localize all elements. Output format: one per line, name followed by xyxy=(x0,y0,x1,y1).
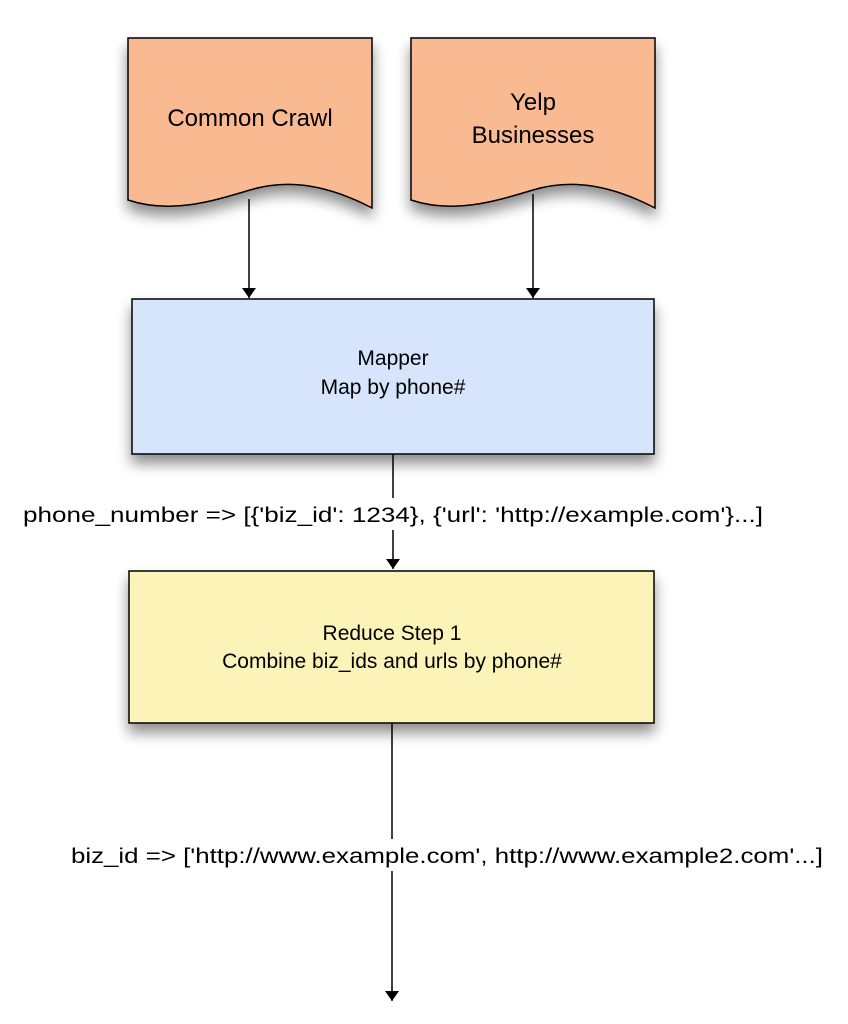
yelp-businesses-label-line2: Businesses xyxy=(472,122,595,149)
mapper-output-text: phone_number => [{'biz_id': 1234}, {'url… xyxy=(23,504,763,527)
mapper-box xyxy=(131,298,655,455)
common-crawl-node: Common Crawl xyxy=(127,37,373,210)
mapper-subtitle: Map by phone# xyxy=(321,376,466,399)
yelp-businesses-label-line1: Yelp xyxy=(510,89,556,116)
yelp-businesses-node: Yelp Businesses xyxy=(410,37,656,210)
reduce-step-1-node: Reduce Step 1 Combine biz_ids and urls b… xyxy=(128,570,655,724)
reduce-output-label: biz_id => ['http://www.example.com', htt… xyxy=(66,839,828,871)
reduce-output-label-bg xyxy=(66,839,828,871)
mapper-output-label: phone_number => [{'biz_id': 1234}, {'url… xyxy=(18,498,768,530)
mapper-title: Mapper xyxy=(357,347,428,370)
common-crawl-shape xyxy=(127,37,373,210)
common-crawl-label: Common Crawl xyxy=(167,105,332,132)
reduce-step-1-title: Reduce Step 1 xyxy=(323,622,462,645)
mapper-node: Mapper Map by phone# xyxy=(131,298,655,455)
reduce-step-1-subtitle: Combine biz_ids and urls by phone# xyxy=(222,650,562,673)
reduce-step-1-box xyxy=(128,570,655,724)
mapper-output-label-bg xyxy=(18,498,768,530)
yelp-businesses-shape xyxy=(410,37,656,210)
reduce-output-text: biz_id => ['http://www.example.com', htt… xyxy=(71,845,823,868)
